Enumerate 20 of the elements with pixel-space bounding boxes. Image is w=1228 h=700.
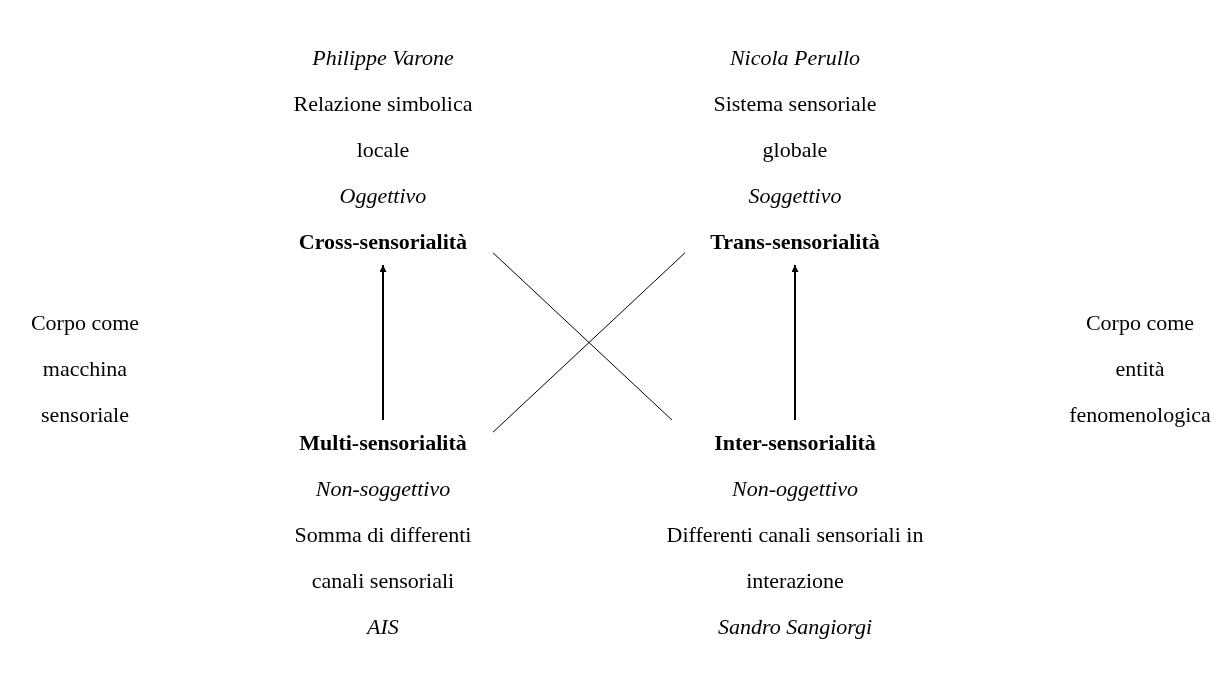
arrow [791, 264, 799, 421]
side-note: Corpo come macchina sensoriale [29, 309, 141, 429]
author-name: Sandro Sangiorgi [716, 613, 874, 641]
description-text: Differenti canali sensoriali in interazione [665, 521, 925, 595]
quality-term: Non-soggettivo [314, 475, 452, 503]
description-text: Somma di differenti canali sensoriali [293, 521, 473, 595]
concept-heading: Multi-sensorialità [298, 429, 468, 457]
quality-term: Soggettivo [747, 182, 843, 210]
quality-term: Oggettivo [338, 182, 428, 210]
source-name: AIS [365, 613, 400, 641]
author-name: Philippe Varone [311, 44, 455, 72]
arrow [379, 264, 387, 421]
author-name: Nicola Perullo [728, 44, 862, 72]
concept-heading: Cross-sensorialità [297, 228, 469, 256]
concept-heading: Trans-sensorialità [709, 228, 881, 256]
description-text: Sistema sensoriale globale [712, 90, 878, 164]
side-note: Corpo come entità fenomenologica [1068, 309, 1212, 429]
quality-term: Non-oggettivo [731, 475, 859, 503]
concept-heading: Inter-sensorialità [713, 429, 877, 457]
description-text: Relazione simbolica locale [292, 90, 474, 164]
